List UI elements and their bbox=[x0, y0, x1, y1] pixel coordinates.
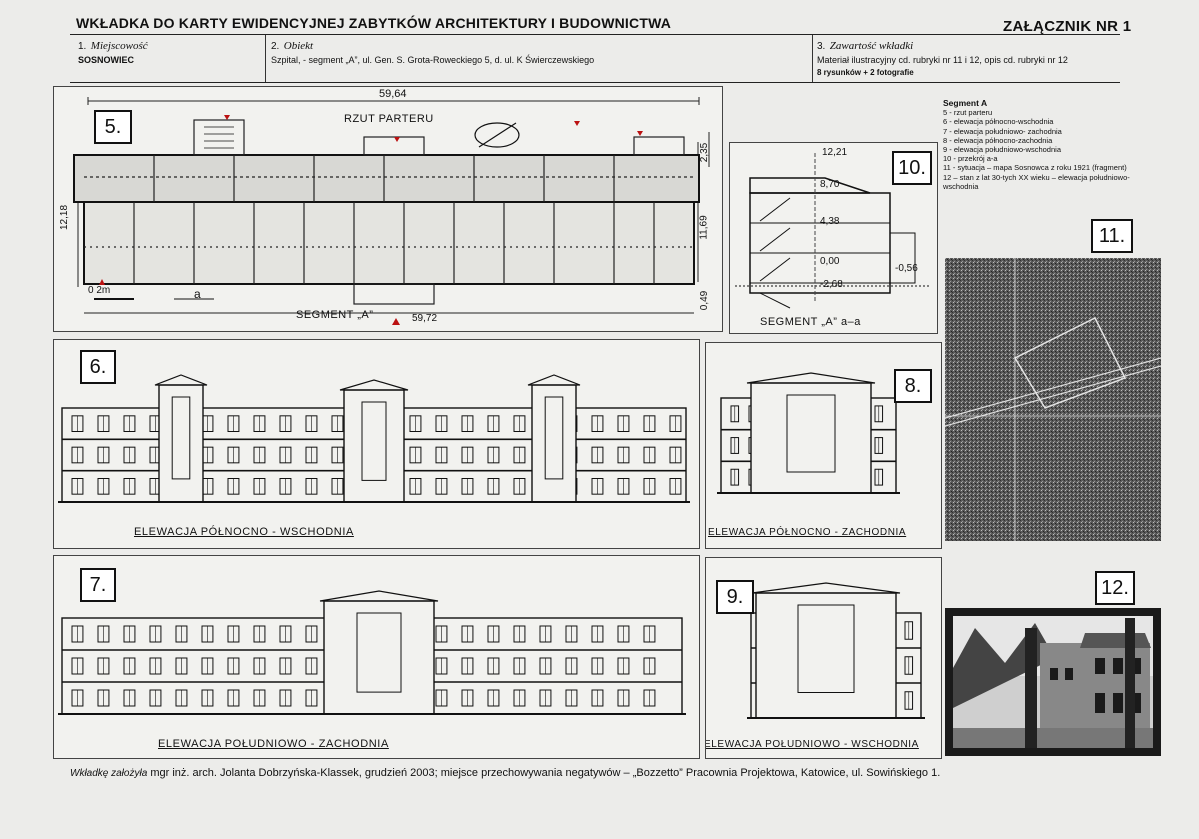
dim-left: 12,18 bbox=[59, 204, 71, 231]
locality-label: Miejscowość bbox=[90, 40, 148, 52]
section-mark: a bbox=[194, 287, 201, 301]
elevation-sw-drawing bbox=[58, 590, 686, 715]
legend-title: Segment A bbox=[943, 98, 988, 108]
footer-text: mgr inż. arch. Jolanta Dobrzyńska-Klasse… bbox=[147, 767, 941, 779]
plan-caption: SEGMENT „A” bbox=[296, 309, 374, 321]
annex-label: ZAŁĄCZNIK NR 1 bbox=[1003, 18, 1132, 35]
elevation-nw-caption: ELEWACJA PÓŁNOCNO - ZACHODNIA bbox=[708, 527, 907, 538]
legend-item: 9 - elewacja południowo-wschodnia bbox=[943, 145, 1061, 155]
photo-number-11: 11. bbox=[1091, 219, 1133, 253]
legend-item: 6 - elewacja północno-wschodnia bbox=[943, 117, 1054, 127]
contents-value: Materiał ilustracyjny cd. rubryki nr 11 … bbox=[817, 55, 1068, 65]
elevation-se-drawing bbox=[747, 582, 925, 719]
level-3: 4,38 bbox=[820, 216, 840, 227]
level-4: 0,00 bbox=[820, 256, 840, 267]
level-5: -2,68 bbox=[820, 279, 843, 290]
plan-label: RZUT PARTERU bbox=[344, 113, 434, 125]
drawing-number-10: 10. bbox=[892, 151, 932, 185]
object-label: Obiekt bbox=[283, 40, 314, 52]
legend-item: 8 - elewacja północno-zachodnia bbox=[943, 135, 1053, 145]
photo-historic-elevation bbox=[945, 608, 1161, 756]
header-divider-1 bbox=[265, 35, 266, 82]
drawing-elevation-ne: 6. ELEWACJA PÓŁNOCNO - WSCHODNIA bbox=[53, 339, 700, 549]
level-1: 12,21 bbox=[822, 147, 848, 158]
document-title: WKŁADKA DO KARTY EWIDENCYJNEJ ZABYTKÓW A… bbox=[76, 15, 672, 31]
elevation-sw-caption: ELEWACJA POŁUDNIOWO - ZACHODNIA bbox=[158, 738, 389, 750]
dim-right-2: 2,35 bbox=[699, 142, 711, 163]
contents-count: 8 rysunków + 2 fotografie bbox=[817, 68, 914, 77]
photo-number-12: 12. bbox=[1095, 571, 1135, 605]
map-photo bbox=[945, 258, 1161, 541]
header-bottom-rule bbox=[70, 82, 1120, 83]
legend-item: 10 - przekrój a-a bbox=[943, 154, 998, 164]
drawing-elevation-sw: 7. ELEWACJA POŁUDNIOWO - ZACHODNIA bbox=[53, 555, 700, 759]
drawing-number-6: 6. bbox=[80, 350, 116, 384]
legend-item: 12 – stan z lat 30-tych XX wieku – elewa… bbox=[943, 172, 1130, 191]
drawing-elevation-nw: 8. ELEWACJA PÓŁNOCNO - ZACHODNIA bbox=[705, 342, 942, 549]
legend-item: 5 - rzut parteru bbox=[943, 108, 993, 118]
dim-bottom: 59,72 bbox=[412, 313, 438, 324]
level-6: -0,56 bbox=[895, 263, 918, 274]
contents-label: Zawartość wkładki bbox=[829, 40, 914, 52]
section-drawing bbox=[735, 153, 930, 309]
drawing-section: 10. 12,21 8,70 4,38 0,00 -2,68 -0,56 SEG… bbox=[729, 142, 938, 334]
drawing-elevation-se: 9. ELEWACJA POŁUDNIOWO - WSCHODNIA bbox=[705, 557, 942, 759]
elevation-se-caption: ELEWACJA POŁUDNIOWO - WSCHODNIA bbox=[705, 739, 919, 750]
header-col-contents: 3. Zawartość wkładki Materiał ilustracyj… bbox=[817, 40, 1068, 77]
level-2: 8,70 bbox=[820, 179, 840, 190]
drawing-number-5: 5. bbox=[94, 110, 132, 144]
header-col-object: 2. Obiekt Szpital, - segment „A”, ul. Ge… bbox=[271, 40, 595, 65]
photo-map-1921 bbox=[945, 258, 1161, 541]
drawing-number-8: 8. bbox=[894, 369, 932, 403]
footer-prefix: Wkładkę założyła bbox=[70, 768, 148, 779]
elevation-nw-drawing bbox=[717, 372, 900, 494]
section-caption: SEGMENT „A” a–a bbox=[760, 316, 861, 328]
dim-right-3: 0,49 bbox=[699, 290, 711, 311]
header-divider-2 bbox=[812, 35, 813, 82]
legend-item: 7 - elewacja południowo- zachodnia bbox=[943, 126, 1062, 136]
dim-right-1: 11,69 bbox=[698, 215, 710, 240]
drawing-floor-plan: 5. 59,64 RZUT PARTERU 12,18 11,69 2,35 0… bbox=[53, 86, 723, 332]
historic-photo bbox=[953, 616, 1153, 748]
legend-item: 11 - sytuacja – mapa Sosnowca z roku 192… bbox=[943, 163, 1127, 173]
drawing-number-7: 7. bbox=[80, 568, 116, 602]
dim-top: 59,64 bbox=[379, 88, 407, 100]
header-col-locality: 1. Miejscowość SOSNOWIEC bbox=[78, 40, 148, 65]
floor-plan-drawing bbox=[73, 97, 710, 325]
scale-bar-label: 0 2m bbox=[88, 285, 111, 296]
header-top-rule bbox=[70, 34, 1120, 35]
legend: Segment A 5 - rzut parteru 6 - elewacja … bbox=[943, 98, 1133, 191]
elevation-ne-caption: ELEWACJA PÓŁNOCNO - WSCHODNIA bbox=[134, 526, 354, 538]
drawing-number-9: 9. bbox=[716, 580, 754, 614]
elevation-ne-drawing bbox=[58, 374, 690, 503]
footer-note: Wkładkę założyła mgr inż. arch. Jolanta … bbox=[70, 767, 940, 779]
locality-value: SOSNOWIEC bbox=[78, 55, 135, 65]
object-value: Szpital, - segment „A”, ul. Gen. S. Grot… bbox=[271, 55, 595, 65]
